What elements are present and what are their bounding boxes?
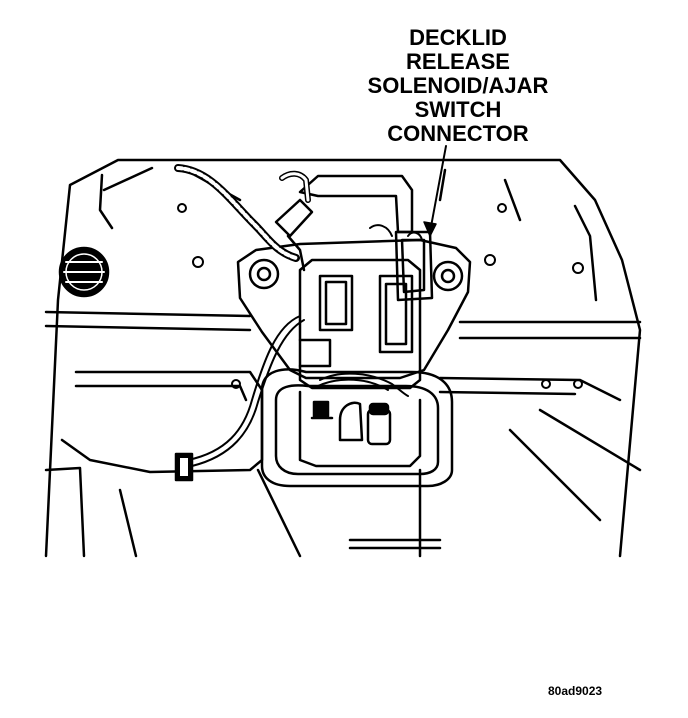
latch-mounting-plate — [236, 238, 472, 380]
solenoid-wires — [187, 224, 423, 467]
decklid-panel — [44, 158, 642, 558]
panel-holes — [177, 203, 584, 389]
callout-line-3: SOLENOID/AJAR — [367, 73, 549, 98]
connector-callout-label: DECKLID RELEASE SOLENOID/AJAR SWITCH CON… — [340, 26, 576, 146]
callout-line-1: DECKLID — [409, 25, 507, 50]
release-cable — [274, 170, 414, 238]
figure-id: 80ad9023 — [548, 684, 603, 698]
striker-opening — [260, 368, 454, 488]
callout-line-4: SWITCH — [414, 97, 502, 122]
wire-end-connector — [174, 452, 194, 482]
access-grommet — [58, 246, 110, 298]
callout-line-5: CONNECTOR — [387, 121, 529, 146]
callout-leader — [423, 145, 447, 237]
latch-assembly — [298, 230, 434, 390]
callout-line-2: RELEASE — [406, 49, 510, 74]
wire-harness-braided — [174, 164, 306, 272]
